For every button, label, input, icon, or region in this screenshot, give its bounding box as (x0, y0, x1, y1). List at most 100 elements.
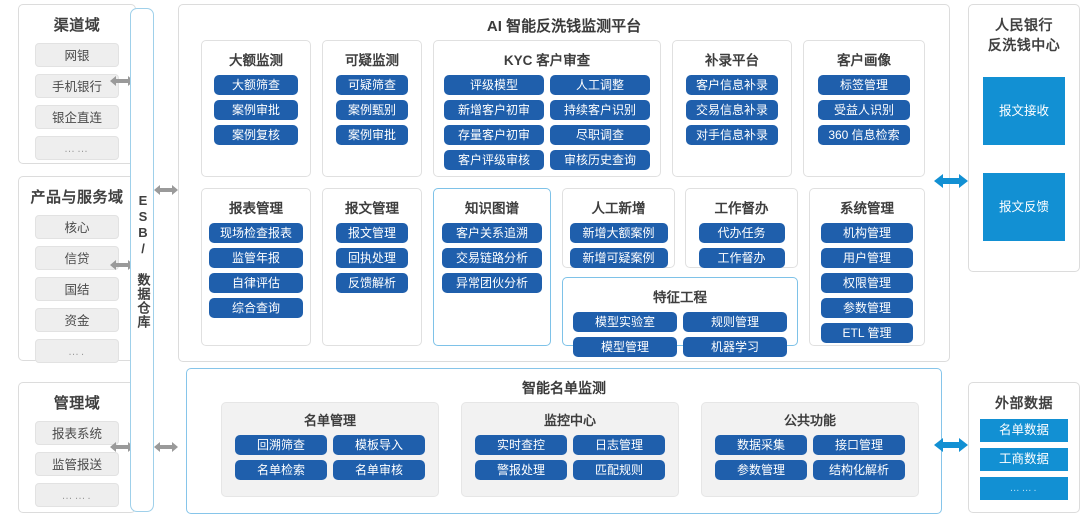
btn-param-management-pub[interactable]: 参数管理 (715, 460, 807, 480)
btn-transaction-info-supplement[interactable]: 交易信息补录 (686, 100, 778, 120)
btn-abnormal-group-analysis[interactable]: 异常团伙分析 (442, 273, 542, 293)
box-list-data[interactable]: 名单数据 (980, 419, 1068, 442)
btn-log-management[interactable]: 日志管理 (573, 435, 665, 455)
btn-rating-model[interactable]: 评级模型 (444, 75, 544, 95)
btn-message-management[interactable]: 报文管理 (336, 223, 408, 243)
btn-new-customer-initial-review[interactable]: 新增客户初审 (444, 100, 544, 120)
smart-list-monitoring-container: 智能名单监测 名单管理 回溯筛查 模板导入 名单检索 名单审核 监控中心 实时查… (186, 368, 942, 514)
btn-data-collection[interactable]: 数据采集 (715, 435, 807, 455)
btn-retro-screening[interactable]: 回溯筛查 (235, 435, 327, 455)
chip-mobile-banking[interactable]: 手机银行 (35, 74, 119, 98)
kyc-button-grid: 评级模型 人工调整 新增客户初审 持续客户识别 存量客户初审 尽职调查 客户评级… (434, 75, 660, 170)
btn-agent-task[interactable]: 代办任务 (698, 223, 785, 243)
btn-template-import[interactable]: 模板导入 (333, 435, 425, 455)
btn-user-management[interactable]: 用户管理 (821, 248, 913, 268)
chip-international-settlement[interactable]: 国结 (35, 277, 119, 301)
btn-due-diligence[interactable]: 尽职调查 (550, 125, 650, 145)
btn-beneficiary-identification[interactable]: 受益人识别 (818, 100, 910, 120)
btn-case-identification[interactable]: 案例甄别 (336, 100, 408, 120)
module-title-kyc: KYC 客户审查 (503, 53, 591, 68)
btn-list-audit[interactable]: 名单审核 (333, 460, 425, 480)
chip-credit[interactable]: 信贷 (35, 246, 119, 270)
btn-customer-info-supplement[interactable]: 客户信息补录 (686, 75, 778, 95)
module-manual-add: 人工新增 新增大额案例 新增可疑案例 (562, 188, 675, 268)
box-message-receive[interactable]: 报文接收 (983, 77, 1065, 145)
chip-regulatory-report[interactable]: 监管报送 (35, 452, 119, 476)
domain-panel-channel: 渠道域 网银 手机银行 银企直连 …… (18, 4, 136, 164)
btn-customer-relation-tracing[interactable]: 客户关系追溯 (442, 223, 542, 243)
btn-etl-management[interactable]: ETL 管理 (821, 323, 913, 343)
box-business-registration-data[interactable]: 工商数据 (980, 448, 1068, 471)
arrow-esb-to-smartlist (154, 440, 178, 454)
arrow-platform-to-pboc (934, 172, 968, 190)
chip-more-product[interactable]: …. (35, 339, 119, 363)
btn-regulatory-annual-report[interactable]: 监管年报 (209, 248, 303, 268)
btn-add-large-amount-case[interactable]: 新增大额案例 (569, 223, 668, 243)
chip-direct-connect[interactable]: 银企直连 (35, 105, 119, 129)
btn-receipt-processing[interactable]: 回执处理 (336, 248, 408, 268)
btn-model-lab[interactable]: 模型实验室 (573, 312, 677, 332)
btn-org-management[interactable]: 机构管理 (821, 223, 913, 243)
public-functions-grid: 数据采集 接口管理 参数管理 结构化解析 (702, 435, 918, 480)
btn-case-review[interactable]: 案例复核 (214, 125, 298, 145)
chip-more-management[interactable]: ……. (35, 483, 119, 507)
btn-work-supervision[interactable]: 工作督办 (698, 248, 785, 268)
box-message-feedback[interactable]: 报文反馈 (983, 173, 1065, 241)
btn-permission-management[interactable]: 权限管理 (821, 273, 913, 293)
btn-transaction-chain-analysis[interactable]: 交易链路分析 (442, 248, 542, 268)
chip-funds[interactable]: 资金 (35, 308, 119, 332)
btn-list-search[interactable]: 名单检索 (235, 460, 327, 480)
chip-more-channel[interactable]: …… (35, 136, 119, 160)
btn-case-approval-2[interactable]: 案例审批 (336, 125, 408, 145)
btn-manual-adjustment[interactable]: 人工调整 (550, 75, 650, 95)
box-more-external-data[interactable]: ……. (980, 477, 1068, 500)
domain-title-channel: 渠道域 (53, 17, 101, 34)
btn-customer-rating-audit[interactable]: 客户评级审核 (444, 150, 544, 170)
btn-param-management-sys[interactable]: 参数管理 (821, 298, 913, 318)
btn-model-management[interactable]: 模型管理 (573, 337, 677, 357)
btn-feedback-parsing[interactable]: 反馈解析 (336, 273, 408, 293)
module-message-management: 报文管理 报文管理 回执处理 反馈解析 (322, 188, 422, 346)
platform-container: AI 智能反洗钱监测平台 大额监测 大额筛查 案例审批 案例复核 可疑监测 可疑… (178, 4, 950, 362)
module-kyc-customer-review: KYC 客户审查 评级模型 人工调整 新增客户初审 持续客户识别 存量客户初审 … (433, 40, 661, 177)
btn-audit-history-query[interactable]: 审核历史查询 (550, 150, 650, 170)
panel-external-data: 外部数据 名单数据 工商数据 ……. (968, 382, 1080, 513)
list-management-grid: 回溯筛查 模板导入 名单检索 名单审核 (222, 435, 438, 480)
btn-interface-management[interactable]: 接口管理 (813, 435, 905, 455)
module-work-supervision: 工作督办 代办任务 工作督办 (685, 188, 798, 268)
btn-machine-learning[interactable]: 机器学习 (683, 337, 787, 357)
btn-matching-rule[interactable]: 匹配规则 (573, 460, 665, 480)
btn-large-amount-screening[interactable]: 大额筛查 (214, 75, 298, 95)
btn-360-info-search[interactable]: 360 信息检索 (818, 125, 910, 145)
btn-ongoing-customer-identification[interactable]: 持续客户识别 (550, 100, 650, 120)
btn-self-discipline-assessment[interactable]: 自律评估 (209, 273, 303, 293)
btn-structured-parsing[interactable]: 结构化解析 (813, 460, 905, 480)
module-title-report-management: 报表管理 (229, 201, 283, 216)
arrow-smartlist-to-external-data (934, 436, 968, 454)
btn-add-suspicious-case[interactable]: 新增可疑案例 (569, 248, 668, 268)
btn-rule-management[interactable]: 规则管理 (683, 312, 787, 332)
chip-core[interactable]: 核心 (35, 215, 119, 239)
domain-panel-product-service: 产品与服务域 核心 信贷 国结 资金 …. (18, 176, 136, 363)
module-suspicious-monitoring: 可疑监测 可疑筛查 案例甄别 案例审批 (322, 40, 422, 177)
chip-report-system[interactable]: 报表系统 (35, 421, 119, 445)
module-title-supplementary: 补录平台 (705, 53, 759, 68)
arrow-management-to-esb (110, 440, 134, 454)
btn-realtime-control[interactable]: 实时查控 (475, 435, 567, 455)
pboc-title: 人民银行 反洗钱中心 (969, 15, 1079, 55)
btn-case-approval-1[interactable]: 案例审批 (214, 100, 298, 120)
module-title-knowledge-graph: 知识图谱 (465, 201, 519, 216)
domain-title-management: 管理域 (53, 395, 101, 412)
btn-existing-customer-initial-review[interactable]: 存量客户初审 (444, 125, 544, 145)
esb-label: ESB/ 数据仓库 (135, 193, 151, 329)
btn-suspicious-screening[interactable]: 可疑筛查 (336, 75, 408, 95)
btn-alarm-processing[interactable]: 警报处理 (475, 460, 567, 480)
btn-tag-management[interactable]: 标签管理 (818, 75, 910, 95)
module-title-work-supervision: 工作督办 (714, 201, 769, 216)
btn-counterparty-info-supplement[interactable]: 对手信息补录 (686, 125, 778, 145)
btn-onsite-inspection-report[interactable]: 现场检查报表 (209, 223, 303, 243)
chip-online-banking[interactable]: 网银 (35, 43, 119, 67)
group-public-functions: 公共功能 数据采集 接口管理 参数管理 结构化解析 (701, 402, 919, 497)
btn-comprehensive-query[interactable]: 综合查询 (209, 298, 303, 318)
module-title-message-management: 报文管理 (345, 201, 399, 216)
